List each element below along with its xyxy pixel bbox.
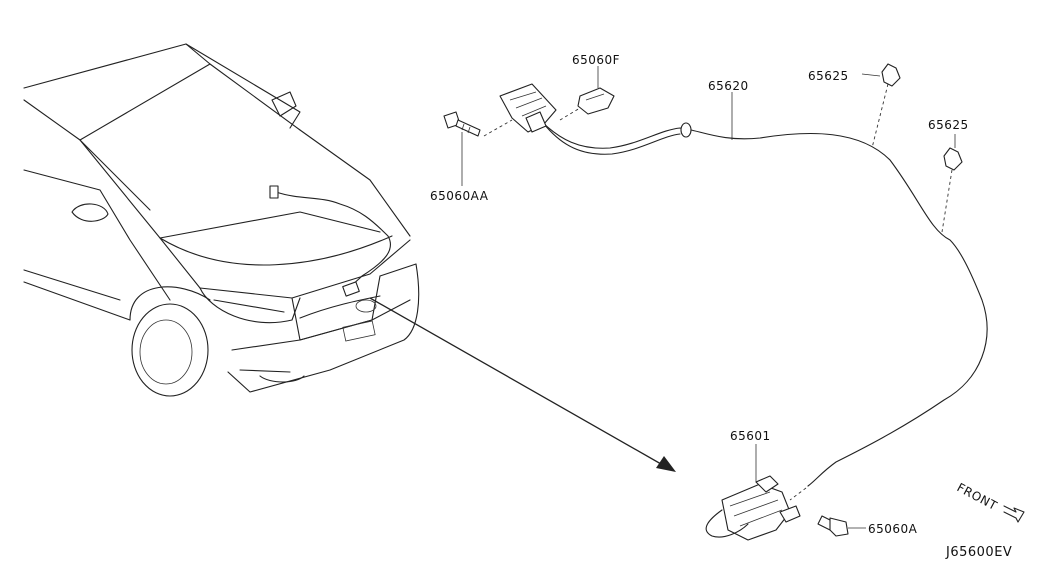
hood-lock-part — [705, 444, 801, 541]
label-bracket-connector: 65060F — [572, 53, 620, 67]
clip-1-part — [861, 63, 901, 87]
label-bolt-lower: 65060A — [868, 522, 918, 536]
car-illustration — [23, 43, 420, 397]
hood-release-cable — [539, 119, 988, 487]
callout-arrowhead — [656, 456, 676, 472]
label-hood-lock: 65601 — [730, 429, 771, 443]
diagram-id: J65600EV — [945, 545, 1012, 560]
front-direction-indicator: FRONT — [955, 480, 1025, 523]
bolt-upper-part — [443, 111, 513, 186]
bracket-connector-part — [499, 66, 615, 133]
bolt-lower-part — [817, 515, 866, 537]
cable-grommet — [680, 122, 692, 138]
front-label: FRONT — [955, 480, 1000, 513]
clip-2-part — [943, 134, 963, 171]
label-cable: 65620 — [708, 79, 749, 93]
callout-arrow-line — [369, 297, 669, 469]
label-bolt-upper: 65060AA — [430, 189, 489, 203]
label-clip-2: 65625 — [928, 118, 969, 132]
label-clip-1: 65625 — [808, 69, 849, 83]
